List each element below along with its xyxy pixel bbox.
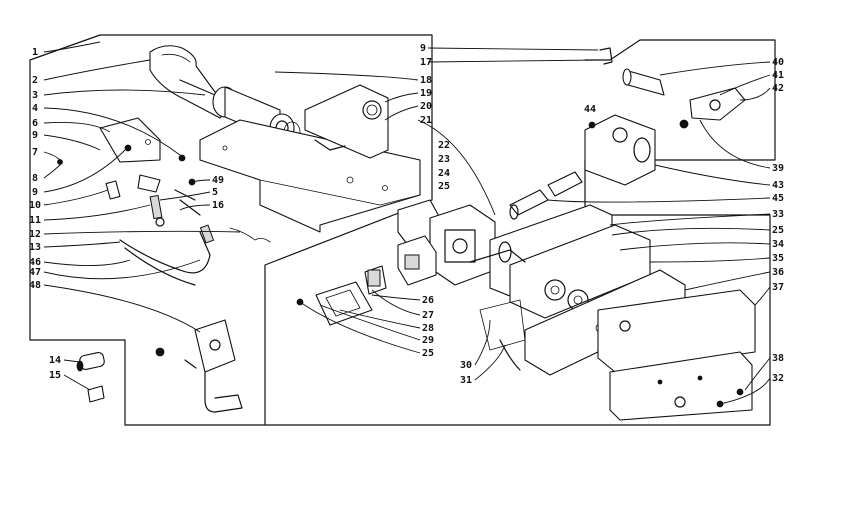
mounting-bracket-plate <box>304 84 389 159</box>
label-19: 19 <box>420 88 432 99</box>
ignitor-caps <box>76 352 105 403</box>
label-9c: 9 <box>420 43 426 54</box>
label-18: 18 <box>420 75 432 86</box>
label-6: 6 <box>32 118 38 129</box>
label-27: 27 <box>422 310 434 321</box>
label-25a: 25 <box>438 181 450 192</box>
label-25c: 25 <box>422 348 434 359</box>
leader-lines <box>43 41 771 405</box>
label-30: 30 <box>460 360 472 371</box>
label-17: 17 <box>420 57 432 68</box>
label-43: 43 <box>772 180 784 191</box>
label-42: 42 <box>772 83 784 94</box>
label-23: 23 <box>438 154 450 165</box>
manifold-housing <box>469 204 651 319</box>
label-37: 37 <box>772 282 784 293</box>
label-3: 3 <box>32 90 38 101</box>
label-29: 29 <box>422 335 434 346</box>
label-32: 32 <box>772 373 784 384</box>
pilot-bracket <box>99 117 161 163</box>
label-5: 5 <box>212 187 218 198</box>
label-28: 28 <box>422 323 434 334</box>
label-48: 48 <box>29 280 41 291</box>
label-13: 13 <box>29 242 41 253</box>
label-31: 31 <box>460 375 472 386</box>
label-25b: 25 <box>772 225 784 236</box>
label-14: 14 <box>49 355 61 366</box>
label-8: 8 <box>32 173 38 184</box>
label-12: 12 <box>29 229 41 240</box>
label-16: 16 <box>212 200 224 211</box>
label-1: 1 <box>32 47 38 58</box>
label-46: 46 <box>29 257 41 268</box>
label-26: 26 <box>422 295 434 306</box>
small-hardware-cluster <box>57 154 201 227</box>
label-34: 34 <box>772 239 784 250</box>
label-35: 35 <box>772 253 784 264</box>
label-11: 11 <box>29 215 41 226</box>
part-number-labels: 1 2 3 4 6 9 7 8 9 10 11 12 13 46 47 48 1… <box>29 43 784 386</box>
label-39: 39 <box>772 163 784 174</box>
label-44: 44 <box>584 104 596 115</box>
label-40: 40 <box>772 57 784 68</box>
valve-body-assembly <box>397 199 496 286</box>
label-38: 38 <box>772 353 784 364</box>
label-9a: 9 <box>32 130 38 141</box>
pressure-regulator <box>584 47 746 186</box>
label-7: 7 <box>32 147 38 158</box>
assembly-boundary-outline <box>29 34 776 426</box>
label-20: 20 <box>420 101 432 112</box>
label-2: 2 <box>32 75 38 86</box>
label-33: 33 <box>772 209 784 220</box>
label-24: 24 <box>438 168 450 179</box>
label-4: 4 <box>32 103 38 114</box>
label-41: 41 <box>772 70 784 81</box>
label-10: 10 <box>29 200 41 211</box>
label-15: 15 <box>49 370 61 381</box>
label-9b: 9 <box>32 187 38 198</box>
label-36: 36 <box>772 267 784 278</box>
gas-control-valve <box>155 319 243 413</box>
front-control-panels <box>524 269 756 421</box>
thermocouple-leads <box>119 224 271 286</box>
label-49: 49 <box>212 175 224 186</box>
label-21: 21 <box>420 115 432 126</box>
label-22: 22 <box>438 140 450 151</box>
label-45: 45 <box>772 193 784 204</box>
label-47: 47 <box>29 267 41 278</box>
